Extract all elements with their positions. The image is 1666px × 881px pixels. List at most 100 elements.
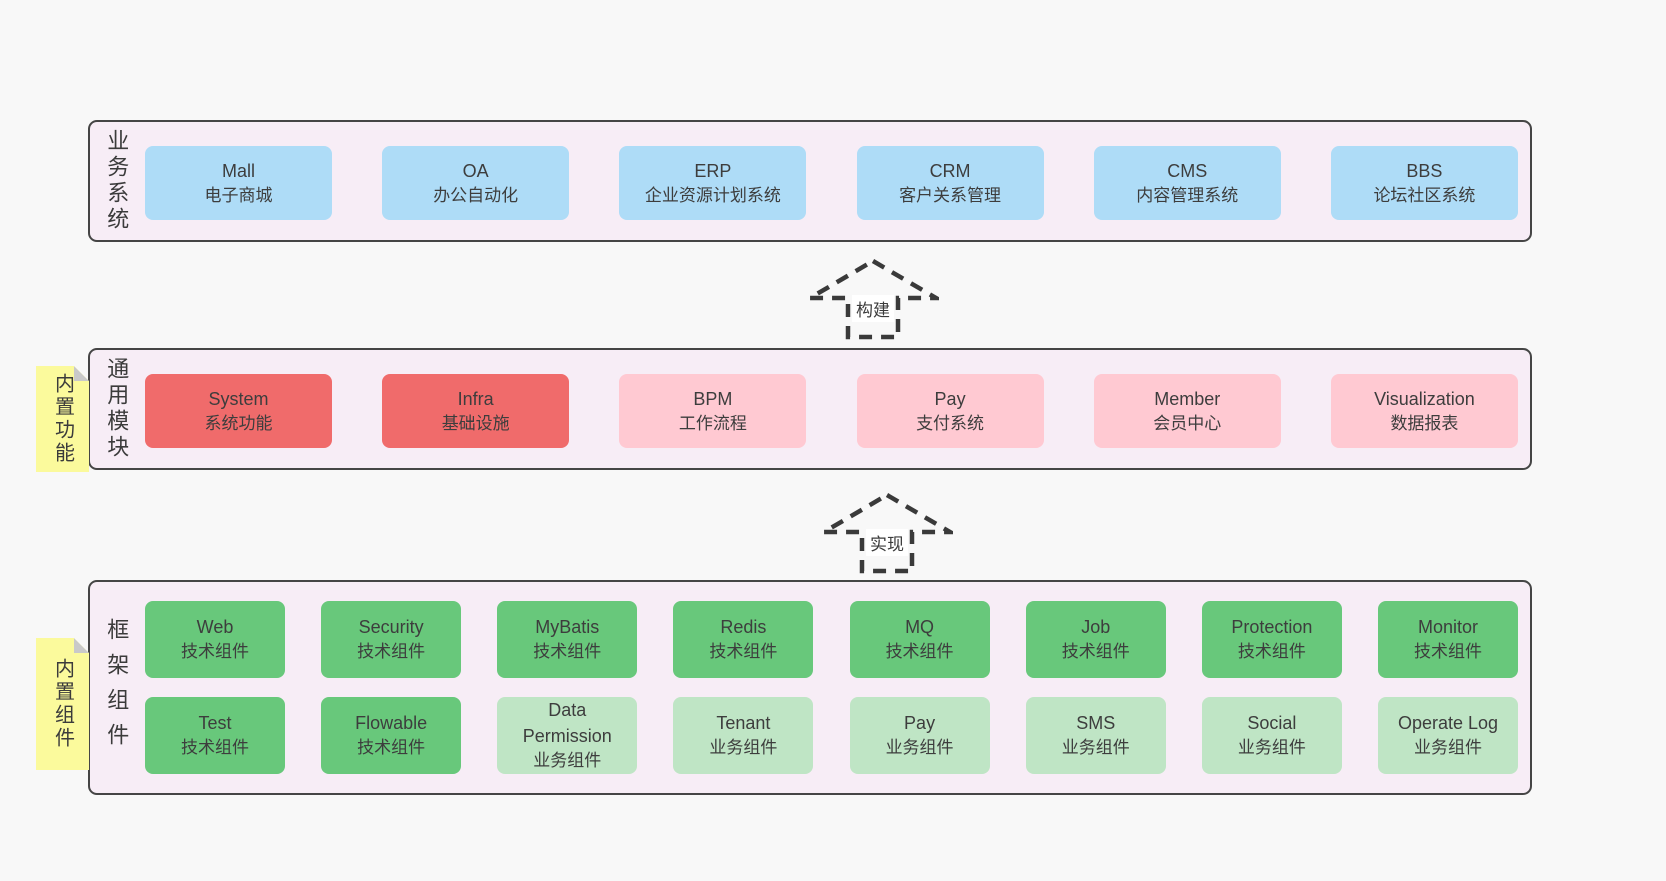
box-subtitle: 业务组件 xyxy=(533,750,602,770)
box-subtitle: 技术组件 xyxy=(357,642,426,662)
box-monitor: Monitor 技术组件 xyxy=(1377,601,1518,678)
box-subtitle: 技术组件 xyxy=(885,642,954,662)
box-subtitle: 业务组件 xyxy=(885,738,954,758)
box-title: MQ xyxy=(905,617,935,637)
box-subtitle: 内容管理系统 xyxy=(1136,185,1239,205)
framework-box-row-1: Web 技术组件 Security 技术组件 MyBatis 技术组件 Redi… xyxy=(145,601,1518,678)
box-title: OA xyxy=(462,160,489,181)
business-box-row: Mall 电子商城 OA 办公自动化 ERP 企业资源计划系统 CRM 客户关系… xyxy=(145,146,1518,220)
box-subtitle: 业务组件 xyxy=(709,738,778,758)
sticky-label: 内置功能 xyxy=(51,373,74,465)
framework-box-row-2: Test 技术组件 Flowable 技术组件 Data Permission … xyxy=(145,697,1518,774)
box-title: Social xyxy=(1247,713,1297,733)
box-title: BPM xyxy=(693,388,733,409)
sticky-fold-icon xyxy=(74,366,89,381)
box-subtitle: 技术组件 xyxy=(533,642,602,662)
box-title: Pay xyxy=(934,388,966,409)
box-title: Security xyxy=(358,617,424,637)
up-arrow-dashed-icon xyxy=(821,492,953,574)
box-title: CMS xyxy=(1167,160,1208,181)
sticky-note-built-in-features: 内置功能 xyxy=(36,366,89,472)
box-subtitle: 论坛社区系统 xyxy=(1373,185,1476,205)
box-title: Data Permission xyxy=(522,700,612,746)
box-subtitle: 支付系统 xyxy=(916,413,985,433)
box-subtitle: 客户关系管理 xyxy=(899,185,1002,205)
box-subtitle: 技术组件 xyxy=(1413,642,1482,662)
box-subtitle: 系统功能 xyxy=(204,413,273,433)
box-mybatis: MyBatis 技术组件 xyxy=(497,601,638,678)
box-title: ERP xyxy=(694,160,732,181)
box-protection: Protection 技术组件 xyxy=(1201,601,1342,678)
box-subtitle: 基础设施 xyxy=(441,413,510,433)
box-redis: Redis 技术组件 xyxy=(673,601,814,678)
box-title: Visualization xyxy=(1374,388,1475,409)
box-pay-biz: Pay 业务组件 xyxy=(849,697,990,774)
box-security: Security 技术组件 xyxy=(321,601,462,678)
box-mq: MQ 技术组件 xyxy=(849,601,990,678)
box-title: MyBatis xyxy=(535,617,600,637)
box-visualization: Visualization 数据报表 xyxy=(1330,374,1518,448)
box-job: Job 技术组件 xyxy=(1025,601,1166,678)
sticky-note-built-in-components: 内置组件 xyxy=(36,638,89,770)
arrow-build: 构建 xyxy=(807,258,939,340)
box-title: System xyxy=(208,388,269,409)
box-title: BBS xyxy=(1406,160,1443,181)
box-bbs: BBS 论坛社区系统 xyxy=(1330,146,1518,220)
box-title: Infra xyxy=(457,388,494,409)
box-oa: OA 办公自动化 xyxy=(382,146,570,220)
sticky-fold-icon xyxy=(74,638,89,653)
box-sms: SMS 业务组件 xyxy=(1025,697,1166,774)
box-title: Web xyxy=(196,617,234,637)
box-subtitle: 技术组件 xyxy=(181,738,249,758)
box-web: Web 技术组件 xyxy=(145,601,285,678)
sticky-label: 内置组件 xyxy=(51,658,74,750)
box-tenant: Tenant 业务组件 xyxy=(673,697,814,774)
box-title: Protection xyxy=(1231,617,1313,637)
box-title: Member xyxy=(1154,388,1221,409)
box-title: SMS xyxy=(1076,713,1116,733)
box-title: Test xyxy=(198,713,232,733)
box-subtitle: 业务组件 xyxy=(1413,738,1482,758)
box-title: Pay xyxy=(904,713,936,733)
section-framework-components: 框架组件 Web 技术组件 Security 技术组件 MyBatis 技术组件… xyxy=(88,580,1532,795)
box-flowable: Flowable 技术组件 xyxy=(321,697,462,774)
box-subtitle: 技术组件 xyxy=(181,642,249,662)
up-arrow-dashed-icon xyxy=(807,258,939,340)
box-title: CRM xyxy=(929,160,971,181)
arrow-implement-label: 实现 xyxy=(866,529,908,556)
box-subtitle: 业务组件 xyxy=(1061,738,1130,758)
section-label-business: 业务系统 xyxy=(104,129,130,233)
box-social: Social 业务组件 xyxy=(1201,697,1342,774)
box-cms: CMS 内容管理系统 xyxy=(1093,146,1281,220)
box-mall: Mall 电子商城 xyxy=(145,146,332,220)
box-subtitle: 技术组件 xyxy=(1237,642,1306,662)
box-title: Job xyxy=(1081,617,1111,637)
box-subtitle: 电子商城 xyxy=(204,185,273,205)
box-test: Test 技术组件 xyxy=(145,697,285,774)
box-infra: Infra 基础设施 xyxy=(382,374,570,448)
box-bpm: BPM 工作流程 xyxy=(619,374,807,448)
box-title: Tenant xyxy=(716,713,771,733)
box-member: Member 会员中心 xyxy=(1093,374,1281,448)
box-pay: Pay 支付系统 xyxy=(856,374,1044,448)
box-crm: CRM 客户关系管理 xyxy=(856,146,1044,220)
box-subtitle: 会员中心 xyxy=(1153,413,1222,433)
box-data-permission: Data Permission 业务组件 xyxy=(497,697,638,774)
box-system: System 系统功能 xyxy=(145,374,332,448)
box-subtitle: 办公自动化 xyxy=(433,185,519,205)
arrow-implement: 实现 xyxy=(821,492,953,574)
box-title: Flowable xyxy=(355,713,428,733)
box-subtitle: 企业资源计划系统 xyxy=(644,185,781,205)
box-subtitle: 数据报表 xyxy=(1390,413,1459,433)
box-erp: ERP 企业资源计划系统 xyxy=(619,146,807,220)
section-common-modules: 通用模块 System 系统功能 Infra 基础设施 BPM 工作流程 Pay… xyxy=(88,348,1532,470)
modules-box-row: System 系统功能 Infra 基础设施 BPM 工作流程 Pay 支付系统… xyxy=(145,374,1518,448)
box-title: Monitor xyxy=(1417,617,1478,637)
box-operate-log: Operate Log 业务组件 xyxy=(1377,697,1518,774)
box-subtitle: 技术组件 xyxy=(357,738,426,758)
box-subtitle: 技术组件 xyxy=(1061,642,1130,662)
box-subtitle: 业务组件 xyxy=(1237,738,1306,758)
section-label-modules: 通用模块 xyxy=(104,357,130,461)
box-subtitle: 技术组件 xyxy=(709,642,778,662)
